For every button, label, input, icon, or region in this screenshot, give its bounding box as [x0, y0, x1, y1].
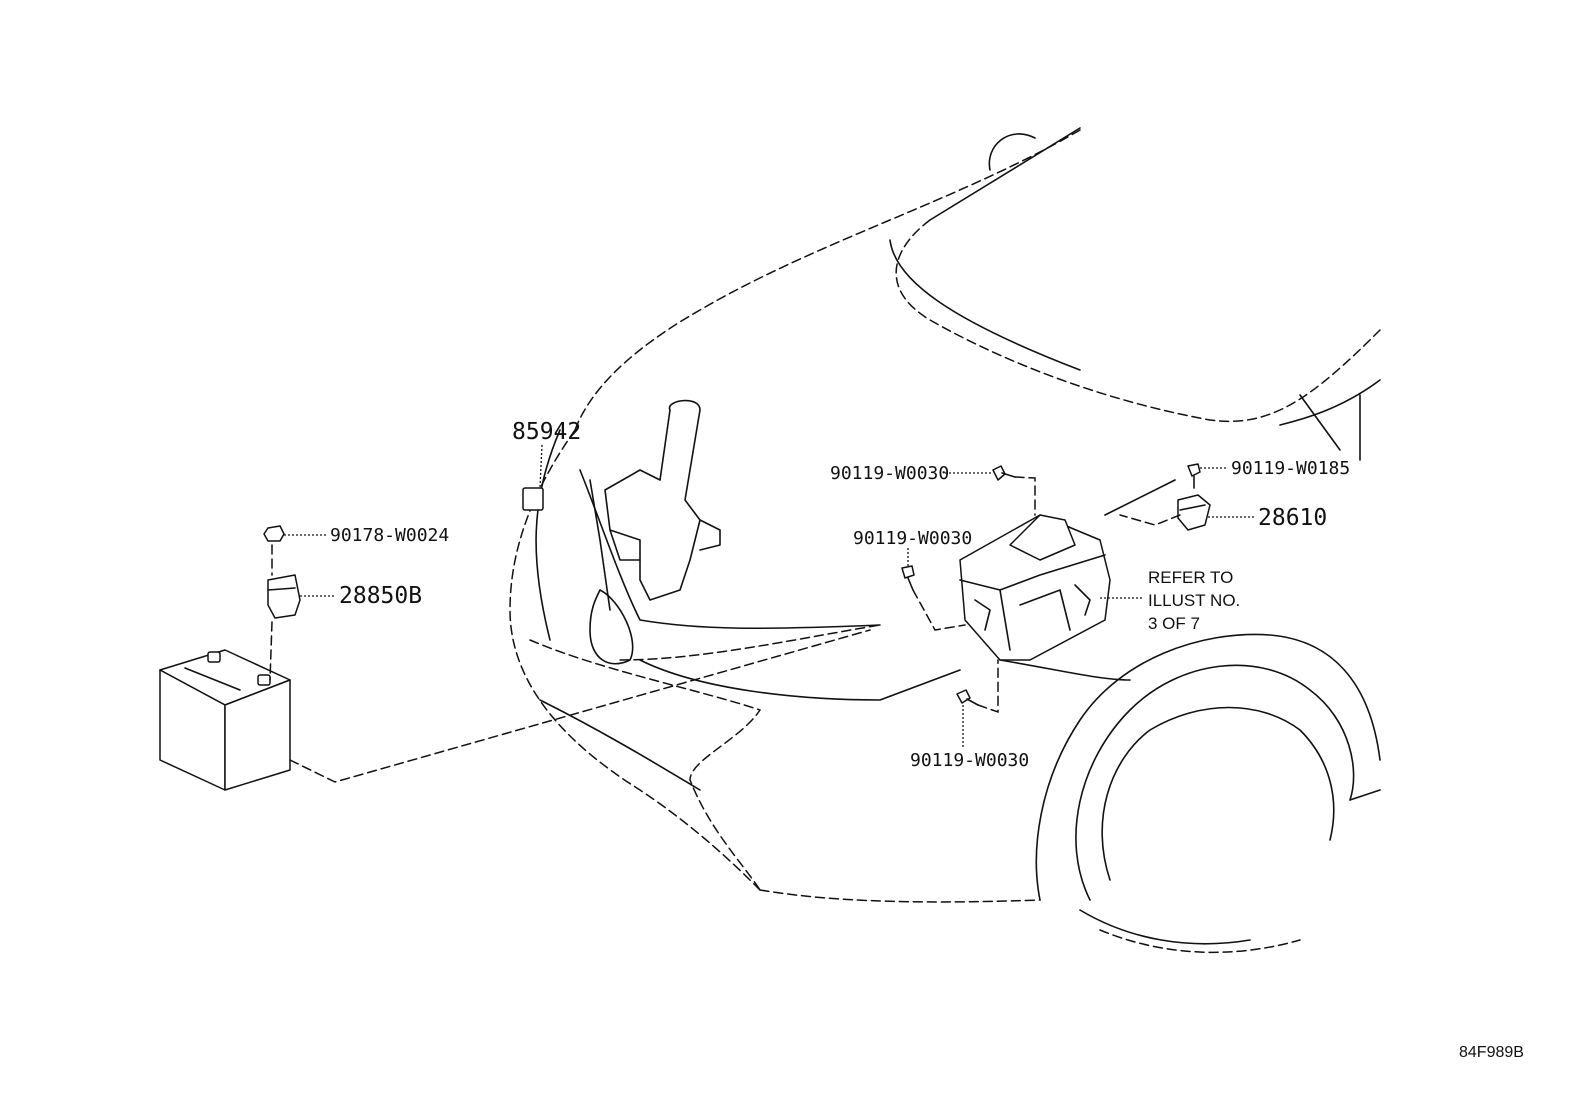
callout-28610: 28610 [1258, 505, 1327, 531]
clip-85942 [522, 487, 544, 511]
washer-tank [604, 399, 721, 601]
callout-28850b: 28850B [339, 583, 422, 609]
part-28610 [1177, 494, 1211, 531]
bolt-90119-w0030-bottom [956, 689, 979, 706]
refer-note-line-2: ILLUST NO. [1148, 591, 1240, 610]
callout-90119-w0030-top: 90119-W0030 [830, 463, 949, 484]
current-sensor-28850b [267, 574, 301, 619]
relay-block [959, 514, 1111, 661]
nut-90178-w0024 [263, 525, 285, 542]
callout-85942: 85942 [512, 419, 581, 445]
callout-90119-w0030-bottom: 90119-W0030 [910, 750, 1029, 771]
bolt-90119-w0030-mid [901, 565, 915, 591]
battery [159, 649, 291, 791]
refer-note-line-1: REFER TO [1148, 568, 1233, 587]
bolt-90119-w0030-top [992, 465, 1016, 481]
callout-90119-w0185: 90119-W0185 [1231, 458, 1350, 479]
callout-90178-w0024: 90178-W0024 [330, 525, 449, 546]
callout-90119-w0030-mid: 90119-W0030 [853, 528, 972, 549]
refer-note-line-3: 3 OF 7 [1148, 614, 1200, 633]
illustration-code: 84F989B [1459, 1044, 1524, 1061]
bolt-90119-w0185 [1187, 463, 1201, 489]
car-body-outline [509, 127, 1381, 954]
